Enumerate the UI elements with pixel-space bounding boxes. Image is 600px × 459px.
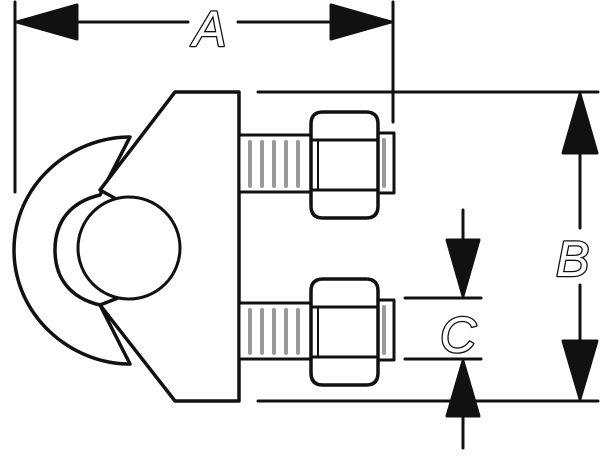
dimension-b: B — [256, 90, 600, 403]
upper-stud-threads — [248, 140, 300, 188]
lower-hex-nut — [309, 277, 380, 387]
upper-stud — [237, 131, 396, 195]
dimension-c-label: C — [440, 307, 477, 363]
dimension-a: A — [13, 0, 395, 194]
dimension-c-arrow-up — [445, 359, 481, 418]
dimension-b-arrow-down — [561, 339, 599, 401]
dimension-c-arrow-down — [445, 238, 481, 298]
dimension-c: C — [403, 208, 483, 450]
lower-stud — [237, 298, 396, 362]
dimension-a-arrow-right — [329, 3, 393, 41]
dimension-a-arrow-left — [15, 3, 79, 41]
dimension-b-label: B — [556, 231, 589, 287]
wire-rope-section — [76, 195, 182, 301]
upper-hex-nut — [309, 110, 380, 220]
dimension-a-label: A — [190, 1, 226, 57]
dimension-b-arrow-up — [561, 92, 599, 155]
lower-stud-threads — [248, 308, 300, 355]
